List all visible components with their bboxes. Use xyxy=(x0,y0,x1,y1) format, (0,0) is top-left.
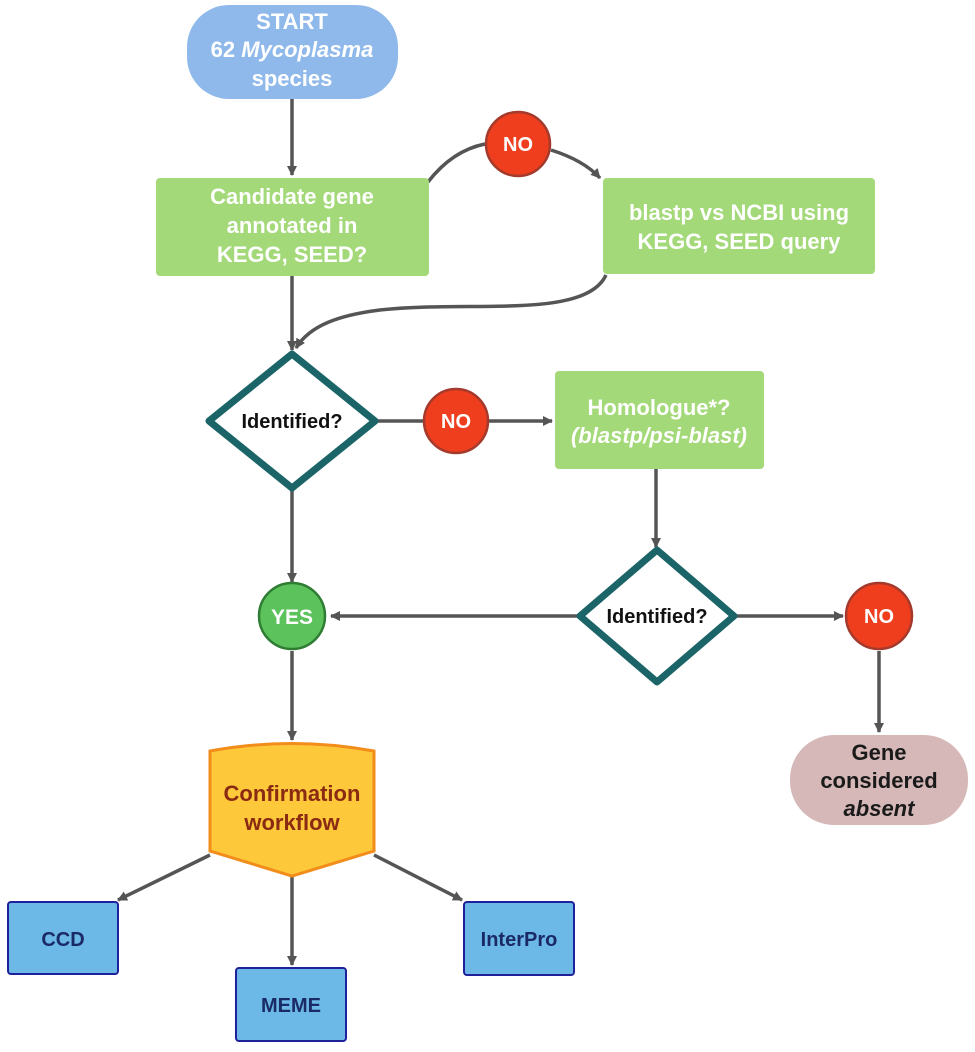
no-right-node: NO xyxy=(844,581,914,651)
no-middle-node: NO xyxy=(422,387,490,455)
meme-label: MEME xyxy=(261,995,321,1017)
no-middle-label: NO xyxy=(441,411,471,433)
candidate-line-1: Candidate gene xyxy=(210,184,374,209)
homologue-line-1: Homologue*? xyxy=(588,395,731,420)
identified-decision-2: Identified? xyxy=(576,546,738,686)
identified-2-label: Identified? xyxy=(606,606,707,628)
no-top-node: NO xyxy=(484,110,552,178)
start-species-label: species xyxy=(252,66,333,91)
candidate-line-2: annotated in xyxy=(227,213,358,238)
gene-absent-node: Gene considered absent xyxy=(790,735,968,825)
homologue-line-2: (blastp/psi-blast) xyxy=(571,423,747,448)
no-top-label: NO xyxy=(503,134,533,156)
arrow-confirmation-to-ccd xyxy=(117,853,211,902)
start-species-count: 62 Mycoplasma xyxy=(211,37,374,62)
confirmation-line-2: workflow xyxy=(243,810,340,835)
absent-line-3: absent xyxy=(844,796,917,821)
yes-label: YES xyxy=(271,606,313,629)
no-right-label: NO xyxy=(864,606,894,628)
arrow-candidate-to-no-top xyxy=(426,142,486,184)
ccd-label: CCD xyxy=(41,929,84,951)
candidate-line-3: KEGG, SEED? xyxy=(217,242,367,267)
interpro-tool-node: InterPro xyxy=(463,901,575,976)
confirmation-line-1: Confirmation xyxy=(224,781,361,806)
start-label: START xyxy=(256,9,328,34)
blastp-ncbi-node: blastp vs NCBI using KEGG, SEED query xyxy=(603,178,875,274)
confirmation-workflow-node: Confirmation workflow xyxy=(208,742,376,878)
absent-line-1: Gene xyxy=(851,740,906,765)
meme-tool-node: MEME xyxy=(235,967,347,1042)
interpro-label: InterPro xyxy=(481,929,558,951)
arrow-blastp-to-identified-1 xyxy=(294,274,608,349)
yes-node: YES xyxy=(257,581,327,651)
start-genus-text: Mycoplasma xyxy=(241,37,373,62)
absent-line-2: considered xyxy=(820,768,937,793)
identified-decision-1: Identified? xyxy=(205,350,379,492)
start-count-text: 62 xyxy=(211,37,242,62)
homologue-node: Homologue*? (blastp/psi-blast) xyxy=(555,371,764,469)
ccd-tool-node: CCD xyxy=(7,901,119,975)
identified-1-label: Identified? xyxy=(241,411,342,433)
arrow-confirmation-to-interpro xyxy=(373,853,463,902)
blastp-ncbi-line-1: blastp vs NCBI using xyxy=(629,200,849,225)
arrow-no-top-to-blastp xyxy=(550,148,602,180)
start-node: START 62 Mycoplasma species xyxy=(187,5,398,99)
blastp-ncbi-line-2: KEGG, SEED query xyxy=(638,229,842,254)
candidate-gene-node: Candidate gene annotated in KEGG, SEED? xyxy=(156,178,429,276)
connectors xyxy=(117,99,884,966)
